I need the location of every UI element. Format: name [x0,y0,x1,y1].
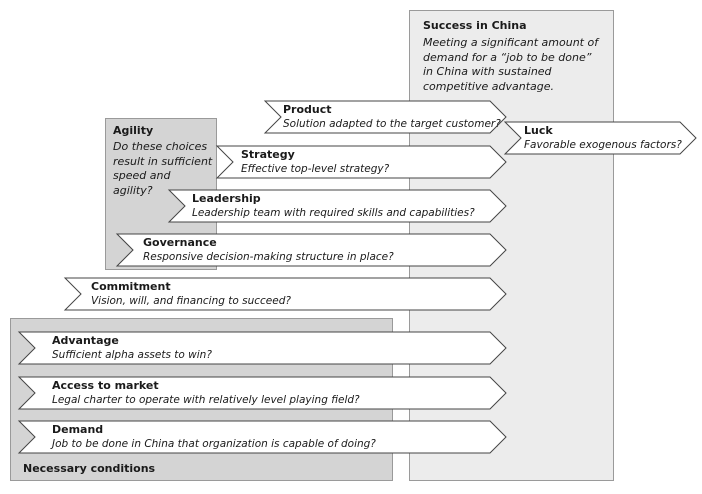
governance-subtitle: Responsive decision-making structure in … [143,251,394,263]
leadership-arrow-shape [167,189,507,223]
access-to-market-subtitle: Legal charter to operate with relatively… [52,394,360,406]
product-subtitle: Solution adapted to the target customer? [283,118,501,130]
agility-title: Agility [113,124,154,137]
luck-arrow-shape [503,121,697,155]
leadership-title: Leadership [192,192,261,205]
demand-arrow-shape [17,420,507,454]
advantage-arrow-shape [17,331,507,365]
product-arrow-shape [263,100,507,134]
commitment-arrow-shape [63,277,507,311]
strategy-arrow-shape [215,145,507,179]
leadership-subtitle: Leadership team with required skills and… [192,207,475,219]
strategy-subtitle: Effective top-level strategy? [241,163,390,175]
luck-subtitle: Favorable exogenous factors? [524,139,682,151]
governance-arrow-shape [115,233,507,267]
success-description: Meeting a significant amount of demand f… [423,36,599,93]
demand-title: Demand [52,423,104,436]
strategy-title: Strategy [241,148,295,161]
advantage-subtitle: Sufficient alpha assets to win? [52,349,212,361]
necessary-conditions-title: Necessary conditions [23,462,156,475]
governance-title: Governance [143,236,217,249]
product-title: Product [283,103,332,116]
commitment-subtitle: Vision, will, and financing to succeed? [91,295,291,307]
commitment-title: Commitment [91,280,171,293]
agility-description: Do these choices result in sufficient sp… [113,140,213,197]
access-to-market-title: Access to market [52,379,159,392]
luck-title: Luck [524,124,553,137]
advantage-title: Advantage [52,334,119,347]
demand-subtitle: Job to be done in China that organizatio… [52,438,376,450]
success-title: Success in China [423,19,527,32]
access-arrow-shape [17,376,507,410]
